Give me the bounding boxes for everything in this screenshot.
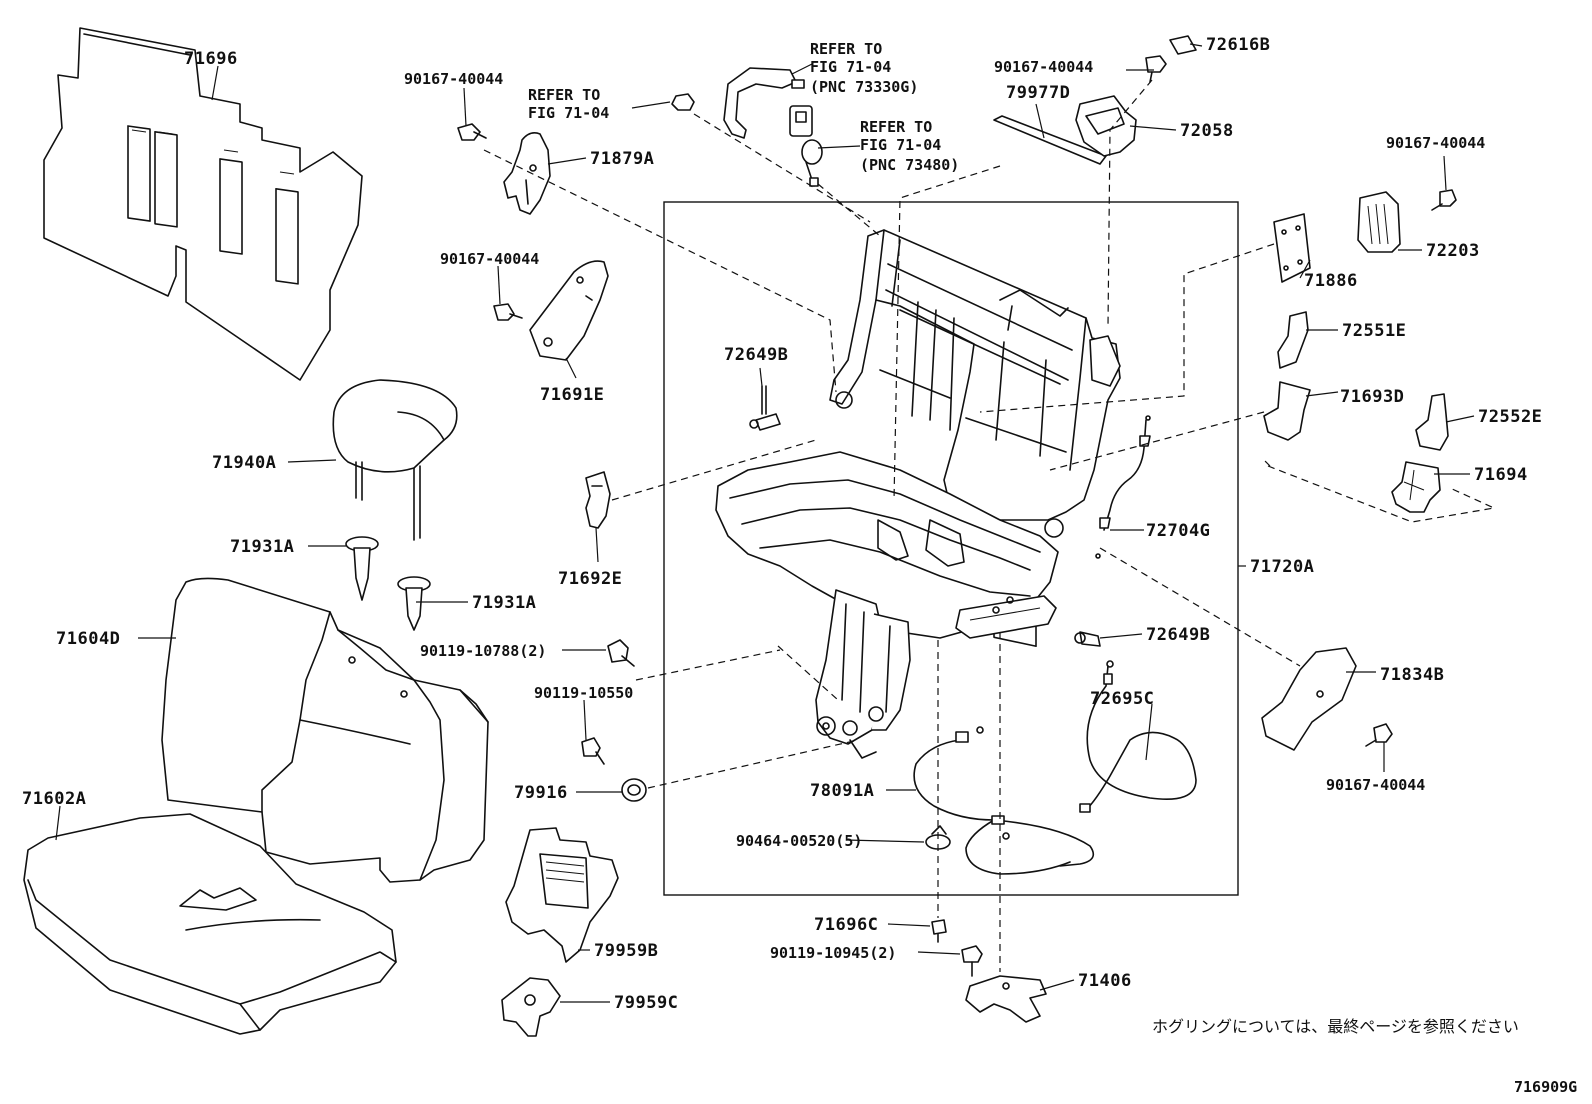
hog-ring-note: ホグリングについては、最終ページを参照ください: [1152, 1017, 1519, 1036]
label-71693D: 71693D: [1340, 387, 1404, 407]
label-78091A: 78091A: [810, 781, 874, 801]
cover-79959B-part: [505, 827, 619, 963]
label-71602A: 71602A: [22, 789, 86, 809]
label-90119-10945: 90119-10945(2): [770, 944, 896, 962]
bolt-90167-right: [1431, 189, 1457, 211]
label-71406: 71406: [1078, 971, 1132, 991]
cover-71694-part: [1391, 461, 1441, 513]
label-72058: 72058: [1180, 121, 1234, 141]
figure-code: 716909G: [1514, 1078, 1577, 1096]
clip-71696C-part: [931, 919, 947, 943]
bolt-90167-top-left: [457, 123, 487, 141]
label-72551E: 72551E: [1342, 321, 1406, 341]
headrest-guide-left-part: [345, 536, 379, 601]
label-71696C: 71696C: [814, 915, 878, 935]
label-71720A: 71720A: [1250, 557, 1314, 577]
bolt-90119-10945: [961, 945, 983, 977]
label-90167-40044-c: 90167-40044: [1386, 134, 1485, 152]
clip-72616B-part: [1169, 35, 1197, 55]
bushing-79916-part: [621, 778, 647, 802]
label-refer3-line2: FIG 71-04: [860, 136, 941, 154]
headrest-guide-right-part: [397, 576, 431, 631]
seatback-board-part: [43, 27, 363, 381]
label-refer1-line1: REFER TO: [528, 86, 600, 104]
cover-71692E-part: [585, 471, 611, 529]
label-refer2-line1: REFER TO: [810, 40, 882, 58]
label-refer3-line3: (PNC 73480): [860, 156, 959, 174]
label-90167-40044-b: 90167-40044: [994, 58, 1093, 76]
label-72649B-a: 72649B: [724, 345, 788, 365]
cover-72058-part: [1075, 95, 1137, 157]
seat-belt-refer-part: [723, 67, 805, 139]
label-90119-10550: 90119-10550: [534, 684, 633, 702]
label-refer2-line3: (PNC 73330G): [810, 78, 918, 96]
cable-72704G-part: [1095, 415, 1151, 559]
label-71879A: 71879A: [590, 149, 654, 169]
bolt-90167-top-right: [1145, 55, 1167, 83]
bolt-90167-bottom-right: [1365, 723, 1393, 747]
label-72649B-b: 72649B: [1146, 625, 1210, 645]
label-71694: 71694: [1474, 465, 1528, 485]
label-90464-00520: 90464-00520(5): [736, 832, 862, 850]
label-71604D: 71604D: [56, 629, 120, 649]
cover-72552E-part: [1415, 393, 1449, 451]
label-79959B: 79959B: [594, 941, 658, 961]
cable-72695C-part: [1079, 660, 1197, 813]
belt-cover-71879A-part: [503, 132, 551, 215]
spring-72649B-left-part: [749, 385, 781, 431]
label-72203: 72203: [1426, 241, 1480, 261]
seat-frame-71720A-part: [715, 229, 1121, 759]
label-refer3-line1: REFER TO: [860, 118, 932, 136]
dashed-connectors: [483, 79, 1497, 972]
label-79916: 79916: [514, 783, 568, 803]
cover-71834B-part: [1261, 647, 1357, 751]
label-71931A-b: 71931A: [472, 593, 536, 613]
label-71691E: 71691E: [540, 385, 604, 405]
label-72695C: 72695C: [1090, 689, 1154, 709]
seat-frame-group-box: [663, 201, 1239, 896]
label-71834B: 71834B: [1380, 665, 1444, 685]
seat-cushion-cover-part: [23, 813, 397, 1035]
label-refer2-line2: FIG 71-04: [810, 58, 891, 76]
label-90119-10788: 90119-10788(2): [420, 642, 546, 660]
cover-72551E-part: [1277, 311, 1309, 369]
cover-71693D-part: [1263, 381, 1311, 441]
leader-lines: [55, 43, 1475, 1003]
seatback-cover-part: [161, 577, 489, 883]
anchor-nut-part: [671, 93, 695, 111]
label-71692E: 71692E: [558, 569, 622, 589]
label-79959C: 79959C: [614, 993, 678, 1013]
label-71940A: 71940A: [212, 453, 276, 473]
seat-belt-buckle-refer-part: [789, 105, 823, 187]
label-71886: 71886: [1304, 271, 1358, 291]
bolt-90119-10788: [607, 639, 635, 667]
label-72616B: 72616B: [1206, 35, 1270, 55]
label-90167-40044-e: 90167-40044: [1326, 776, 1425, 794]
label-72552E: 72552E: [1478, 407, 1542, 427]
cover-79959C-part: [501, 977, 561, 1037]
label-71696: 71696: [184, 49, 238, 69]
part-labels: 71696 90167-40044 REFER TO FIG 71-04 REF…: [22, 35, 1577, 1096]
cover-72203-part: [1357, 191, 1401, 253]
bracket-71691E-part: [529, 260, 609, 361]
bolt-90167-mid-left: [493, 303, 523, 321]
spring-72649B-right-part: [1074, 631, 1101, 647]
label-90167-40044-a: 90167-40044: [404, 70, 503, 88]
headrest-part: [332, 379, 458, 541]
label-71931A-a: 71931A: [230, 537, 294, 557]
label-72704G: 72704G: [1146, 521, 1210, 541]
bolt-90119-10550: [581, 737, 605, 765]
label-79977D: 79977D: [1006, 83, 1070, 103]
label-90167-40044-d: 90167-40044: [440, 250, 539, 268]
cable-78091A-part: [913, 726, 1095, 875]
label-refer1-line2: FIG 71-04: [528, 104, 609, 122]
pad-71886-part: [1273, 213, 1311, 283]
bracket-71406-part: [965, 975, 1047, 1023]
